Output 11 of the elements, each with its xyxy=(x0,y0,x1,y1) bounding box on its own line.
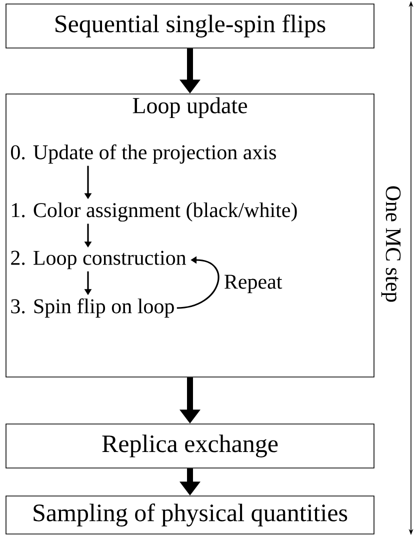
process-box: Sampling of physical quantities xyxy=(6,496,374,534)
step-text: 0. Update of the projection axis xyxy=(11,144,276,164)
step-text: 3. Spin flip on loop xyxy=(11,298,174,318)
step-text: 2. Loop construction xyxy=(11,250,186,270)
process-box xyxy=(6,94,374,378)
step-text: 1. Color assignment (black/white) xyxy=(12,202,297,222)
box-heading: Loop update xyxy=(132,97,247,118)
process-box: Replica exchange xyxy=(6,424,374,468)
process-box: Sequential single-spin flips xyxy=(6,4,374,48)
side-label: One MC step xyxy=(381,186,401,302)
edge-label: Repeat xyxy=(224,274,282,294)
